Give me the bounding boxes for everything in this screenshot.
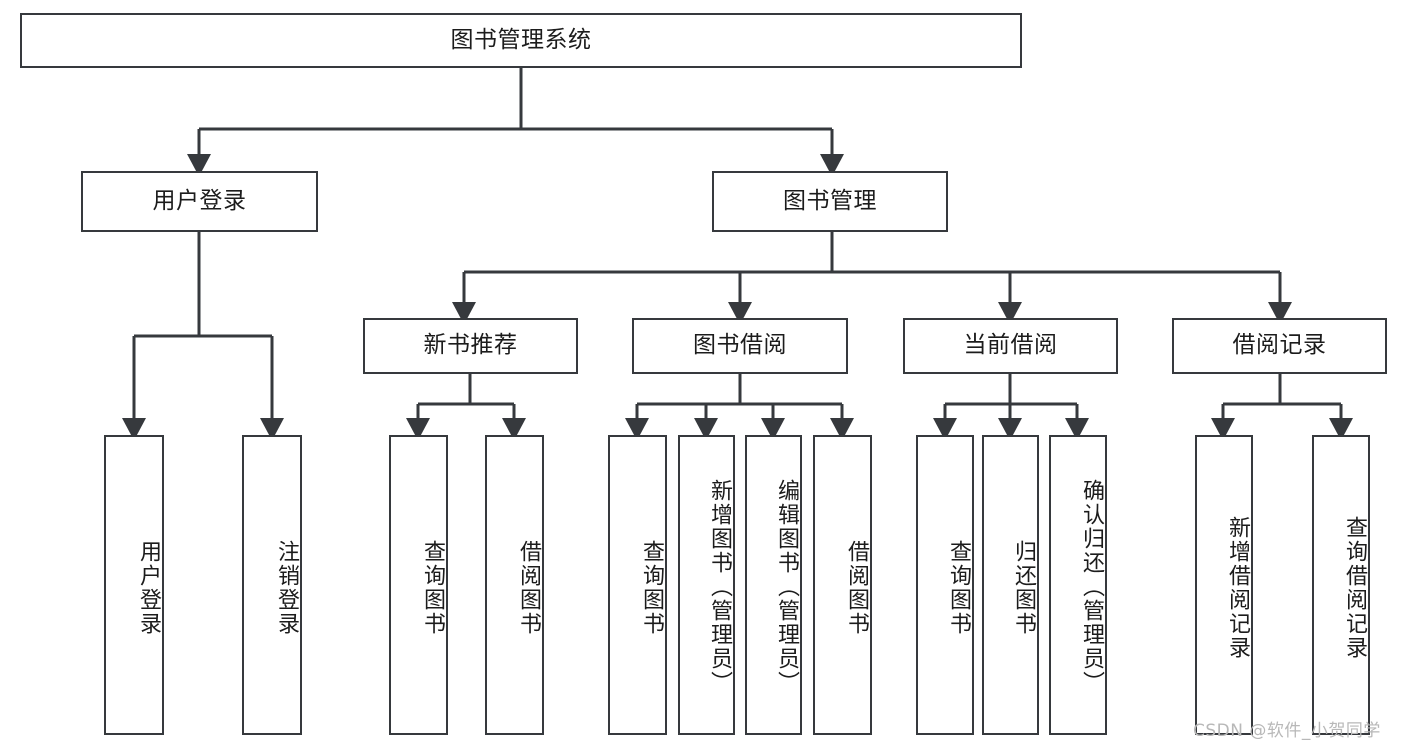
node-leaf-confirm-return[interactable]: 确认归还（管理员） [1049,435,1107,735]
node-borrow-record[interactable]: 借阅记录 [1172,318,1387,374]
node-current-borrow[interactable]: 当前借阅 [903,318,1118,374]
node-leaf-query-book-1[interactable]: 查询图书 [389,435,448,735]
node-leaf-query-book-3[interactable]: 查询图书 [916,435,974,735]
node-leaf-user-login[interactable]: 用户登录 [104,435,164,735]
node-user-login[interactable]: 用户登录 [81,171,318,232]
node-new-book-rec[interactable]: 新书推荐 [363,318,578,374]
node-leaf-logout-login[interactable]: 注销登录 [242,435,302,735]
node-leaf-query-book-2[interactable]: 查询图书 [608,435,667,735]
node-leaf-add-record[interactable]: 新增借阅记录 [1195,435,1253,735]
node-root[interactable]: 图书管理系统 [20,13,1022,68]
node-leaf-borrow-book-2[interactable]: 借阅图书 [813,435,872,735]
node-leaf-borrow-book-1[interactable]: 借阅图书 [485,435,544,735]
node-leaf-return-book[interactable]: 归还图书 [982,435,1039,735]
node-leaf-add-book[interactable]: 新增图书（管理员） [678,435,735,735]
csdn-watermark: CSDN @软件_小贺同学 [1193,721,1381,741]
node-leaf-edit-book[interactable]: 编辑图书（管理员） [745,435,802,735]
node-book-borrow[interactable]: 图书借阅 [632,318,848,374]
node-leaf-query-record[interactable]: 查询借阅记录 [1312,435,1370,735]
node-book-manage[interactable]: 图书管理 [712,171,948,232]
